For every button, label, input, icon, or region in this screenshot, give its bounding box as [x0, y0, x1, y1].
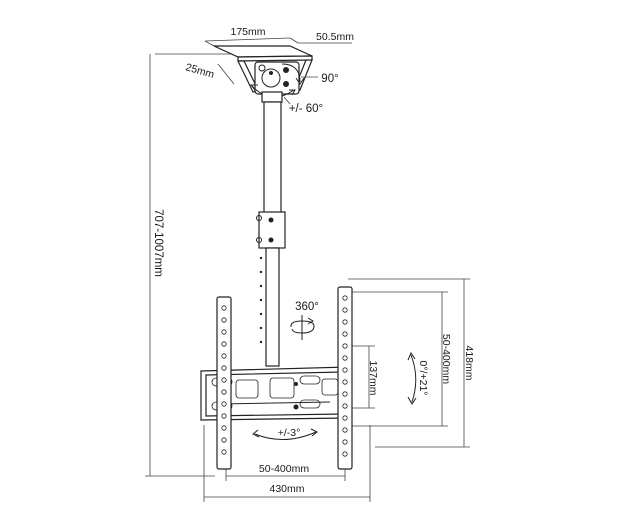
height-label: 418mm	[463, 345, 475, 380]
rotation-label: 360°	[295, 301, 319, 313]
telescopic-pole	[256, 91, 286, 367]
pole-length-dimension: 707-1007mm	[145, 53, 238, 477]
width-dimension: 430mm	[203, 425, 371, 502]
rotation-indicator: 360°	[290, 301, 319, 340]
vertical-arm-left	[216, 296, 232, 470]
plate-depth-label: 50.5mm	[316, 31, 354, 43]
depth-label: 137mm	[367, 360, 379, 395]
depth-dimension: 137mm	[352, 345, 379, 409]
ceiling-plate: 175mm 50.5mm 25mm	[184, 26, 354, 95]
swivel-label: +/- 60°	[289, 103, 323, 115]
height-dimension: 418mm	[348, 278, 475, 448]
level-indicator: +/-3°	[252, 427, 318, 441]
plate-offset-label: 25mm	[184, 61, 216, 81]
tilt-indicator: 0°/+21°	[407, 351, 429, 405]
tilt-plate-label: 90°	[321, 73, 338, 85]
tilt-label: 0°/+21°	[417, 361, 429, 396]
plate-width-label: 175mm	[230, 26, 265, 38]
pole-length-label: 707-1007mm	[152, 209, 164, 277]
width-label: 430mm	[269, 483, 304, 495]
tilt-plate-indicator: 90°	[281, 63, 339, 85]
vesa-height-dimension: 50-400mm	[348, 291, 452, 427]
level-label: +/-3°	[278, 427, 301, 439]
vesa-height-label: 50-400mm	[440, 334, 452, 384]
vesa-width-label: 50-400mm	[259, 463, 309, 475]
vertical-arm-right	[337, 286, 353, 470]
